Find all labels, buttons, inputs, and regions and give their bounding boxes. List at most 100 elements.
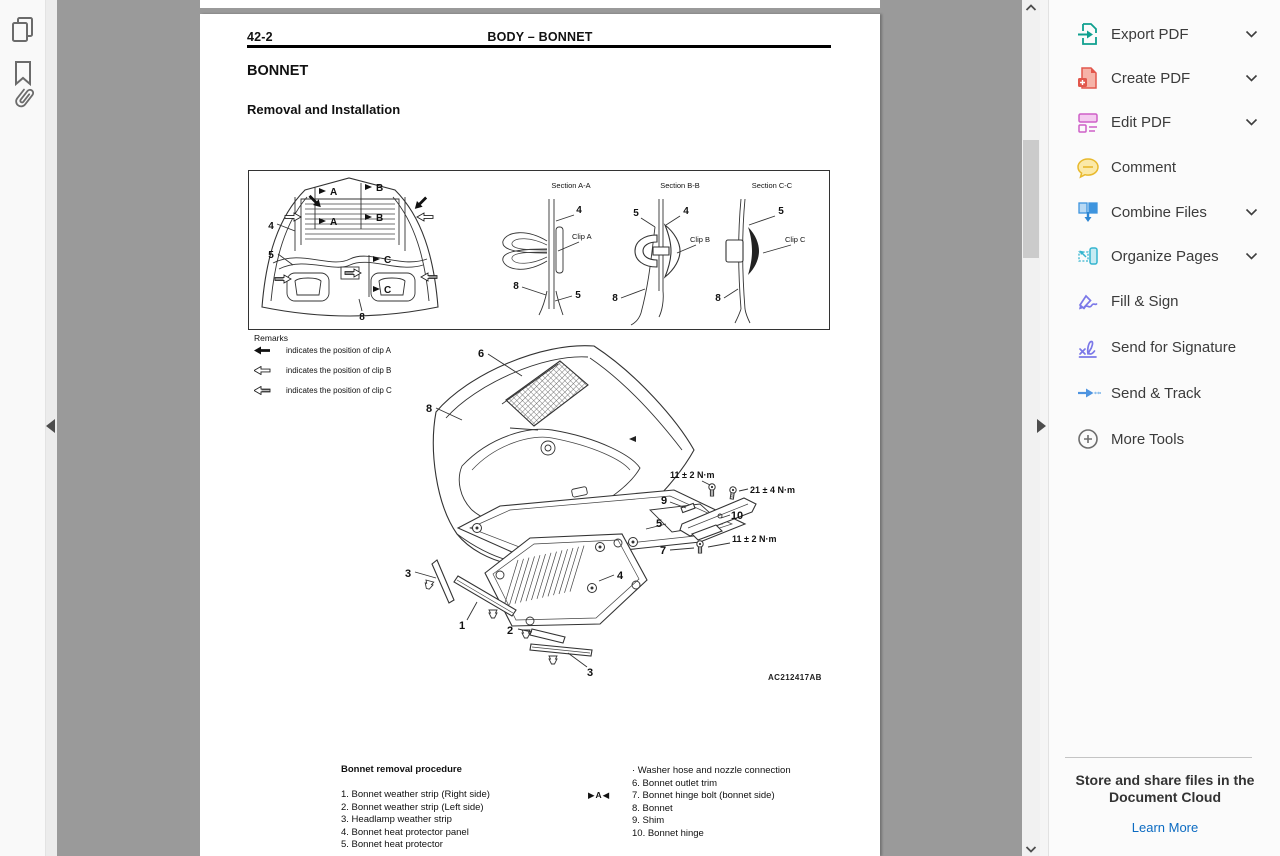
previous-page-arrow[interactable] (46, 419, 55, 433)
svg-text:A: A (330, 187, 337, 198)
section-a-a: Section A-A 4 Clip A 8 5 (502, 181, 592, 316)
subsection-title: Removal and Installation (247, 102, 401, 117)
tool-label: Send for Signature (1111, 338, 1237, 356)
procedure-right-column: · Washer hose and nozzle connection 6. B… (632, 765, 791, 840)
chevron-down-icon[interactable] (1245, 118, 1258, 126)
svg-text:3: 3 (587, 667, 593, 679)
create-pdf-icon (1078, 67, 1097, 89)
svg-text:21 ± 4 N·m: 21 ± 4 N·m (750, 485, 795, 495)
export-pdf-icon (1078, 23, 1097, 45)
tool-label: Edit PDF (1111, 113, 1172, 131)
tool-label: Comment (1111, 158, 1177, 176)
section-b-b: Section B-B 5 4 Clip B 8 (612, 181, 710, 326)
svg-text:5: 5 (656, 518, 662, 530)
procedure-title: Bonnet removal procedure (341, 764, 462, 775)
svg-text:Clip C: Clip C (785, 235, 806, 244)
remark-text: indicates the position of clip A (286, 346, 391, 355)
svg-text:C: C (384, 285, 391, 296)
clip-location-figure: A A B B C C 4 5 8 (248, 170, 830, 330)
next-page-arrow[interactable] (1037, 419, 1046, 433)
remark-clip-a: indicates the position of clip A (254, 346, 391, 355)
tool-label: Create PDF (1111, 69, 1191, 87)
comment-icon (1077, 158, 1099, 179)
tool-fill-sign[interactable]: Fill & Sign (1049, 279, 1280, 323)
tool-edit-pdf[interactable]: Edit PDF (1049, 100, 1280, 144)
svg-text:3: 3 (405, 568, 411, 580)
reference-marker: ▶A◀ (588, 790, 611, 800)
tool-label: More Tools (1111, 430, 1185, 448)
svg-text:Clip A: Clip A (572, 232, 592, 241)
procedure-item: 10. Bonnet hinge (632, 827, 704, 839)
outlet-vent (501, 360, 589, 431)
tool-comment[interactable]: Comment (1049, 145, 1280, 189)
section-cut-labels: A A B B C C (319, 183, 391, 296)
svg-text:8: 8 (426, 403, 432, 415)
fill-sign-icon (1078, 294, 1098, 310)
bookmarks-icon[interactable] (8, 58, 38, 88)
section-c-c: Section C-C 5 Clip C 8 (715, 181, 806, 324)
leader-lines (414, 353, 749, 668)
header-rule (247, 45, 831, 48)
tools-panel: Export PDF Create PDF Edit PDF Comment (1048, 0, 1280, 856)
more-tools-icon (1078, 429, 1098, 449)
svg-text:1: 1 (459, 620, 465, 632)
hinge-assembly (679, 483, 757, 554)
chevron-down-icon[interactable] (1245, 30, 1258, 38)
svg-text:8: 8 (612, 293, 618, 304)
svg-text:8: 8 (513, 281, 519, 292)
procedure-left-column: 1. Bonnet weather strip (Right side) 2. … (341, 789, 490, 852)
tool-more-tools[interactable]: More Tools (1049, 417, 1280, 461)
procedure-item: 2. Bonnet weather strip (Left side) (341, 801, 484, 813)
svg-text:4: 4 (617, 570, 624, 582)
procedure-item: 4. Bonnet heat protector panel (341, 826, 469, 838)
learn-more-link[interactable]: Learn More (1131, 820, 1199, 835)
svg-text:5: 5 (268, 250, 274, 261)
page-thumbnails-icon[interactable] (8, 14, 38, 44)
tool-export-pdf[interactable]: Export PDF (1049, 12, 1280, 56)
heat-protector-panel (484, 533, 648, 627)
scroll-up-icon[interactable] (1025, 3, 1037, 12)
procedure-item: 5. Bonnet heat protector (341, 839, 443, 850)
tool-organize-pages[interactable]: Organize Pages (1049, 234, 1280, 278)
remark-text: indicates the position of clip C (286, 386, 392, 395)
procedure-item: 7. Bonnet hinge bolt (bonnet side) (632, 790, 775, 801)
svg-text:A: A (330, 217, 337, 228)
procedure-item: 8. Bonnet (632, 802, 673, 814)
cloud-promo-divider (1065, 757, 1252, 758)
scroll-down-icon[interactable] (1025, 845, 1037, 854)
previous-page-edge (200, 0, 880, 8)
chevron-down-icon[interactable] (1245, 74, 1258, 82)
procedure-item: 6. Bonnet outlet trim (632, 777, 718, 789)
tool-label: Export PDF (1111, 25, 1189, 43)
svg-text:2: 2 (507, 625, 513, 637)
svg-text:4: 4 (576, 205, 582, 216)
tool-label: Fill & Sign (1111, 292, 1179, 310)
attachments-icon[interactable] (8, 84, 38, 114)
svg-text:Section B-B: Section B-B (660, 181, 700, 190)
tool-combine-files[interactable]: Combine Files (1049, 190, 1280, 234)
remark-clip-b: indicates the position of clip B (254, 366, 391, 375)
torque-labels: 11 ± 2 N·m 21 ± 4 N·m 11 ± 2 N·m (670, 470, 795, 544)
tool-send-for-signature[interactable]: Send for Signature (1049, 325, 1280, 369)
tool-create-pdf[interactable]: Create PDF (1049, 56, 1280, 100)
tool-send-track[interactable]: Send & Track (1049, 371, 1280, 415)
running-header: BODY – BONNET (487, 30, 593, 44)
bonnet-exploded-figure: 6 8 9 10 5 7 3 1 2 3 4 11 ± 2 N·m 21 ± 4… (405, 345, 821, 682)
svg-text:4: 4 (268, 221, 274, 232)
svg-text:B: B (376, 213, 383, 224)
procedure-item: 1. Bonnet weather strip (Right side) (341, 789, 490, 800)
procedure-item: 9. Shim (632, 815, 665, 826)
left-sidebar (0, 0, 45, 856)
chevron-down-icon[interactable] (1245, 208, 1258, 216)
svg-text:11 ± 2 N·m: 11 ± 2 N·m (670, 470, 714, 480)
svg-text:5: 5 (633, 208, 639, 219)
weather-strips (423, 559, 593, 665)
send-for-signature-icon (1078, 340, 1097, 358)
scrollbar-thumb[interactable] (1023, 140, 1039, 258)
svg-text:11 ± 2 N·m: 11 ± 2 N·m (732, 534, 776, 544)
svg-text:C: C (384, 255, 391, 266)
svg-text:10: 10 (731, 510, 743, 522)
chevron-down-icon[interactable] (1245, 252, 1258, 260)
send-track-icon (1078, 388, 1101, 398)
procedure-item: 3. Headlamp weather strip (341, 814, 452, 825)
